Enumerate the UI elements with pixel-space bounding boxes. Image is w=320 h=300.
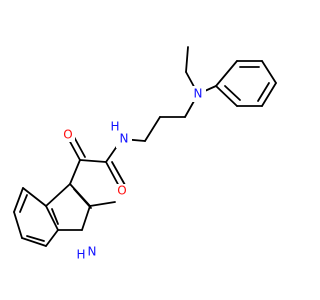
atom-o-lower: O [117, 184, 126, 198]
atom-labels: N N H O O H N [63, 87, 202, 262]
atom-h-amide: H [110, 120, 119, 134]
label-masks [61, 86, 206, 255]
atom-h-indole: H [76, 248, 85, 262]
bond-lines [13, 46, 277, 247]
atom-o-upper: O [63, 128, 72, 142]
atom-n-indole: N [88, 245, 97, 259]
atom-n-amine: N [194, 87, 203, 101]
molecule-structure: N N H O O H N [13, 46, 277, 262]
atom-n-amide: N [120, 132, 129, 146]
